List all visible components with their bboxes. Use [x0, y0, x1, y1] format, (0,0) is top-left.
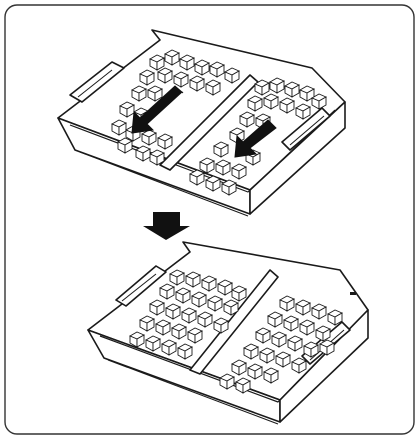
- sensor-mark: [350, 292, 356, 295]
